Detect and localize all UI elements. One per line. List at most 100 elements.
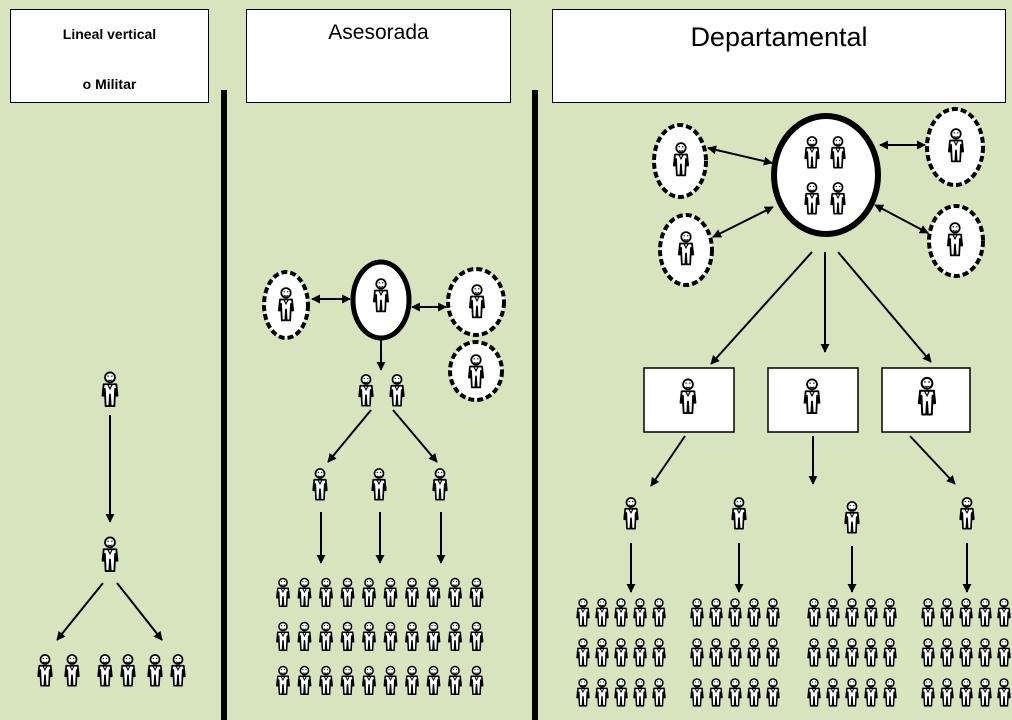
person-icon <box>467 354 485 389</box>
person-icon <box>652 678 666 707</box>
person-icon <box>426 577 441 608</box>
person-icon <box>766 638 780 667</box>
person-icon <box>921 638 935 667</box>
person-icon <box>826 638 840 667</box>
lineal-title-box: Lineal vertical o Militar <box>10 9 209 103</box>
person-icon <box>623 497 639 530</box>
person-icon <box>728 598 742 627</box>
person-icon <box>652 598 666 627</box>
person-icon <box>37 654 53 687</box>
person-icon <box>319 621 333 652</box>
person-icon <box>405 665 419 696</box>
person-icon <box>170 654 186 687</box>
person-icon <box>807 678 821 707</box>
person-icon <box>864 598 878 627</box>
person-icon <box>807 598 821 627</box>
asesorada-title-box: Asesorada <box>246 9 511 103</box>
person-icon <box>883 598 897 627</box>
person-icon <box>362 577 376 608</box>
person-icon <box>709 598 723 627</box>
person-icon <box>469 577 484 608</box>
person-icon <box>101 371 119 408</box>
person-icon <box>864 678 878 707</box>
person-icon <box>101 536 119 573</box>
person-icon <box>297 621 312 652</box>
person-icon <box>426 621 441 652</box>
person-icon <box>97 654 113 687</box>
person-icon <box>804 182 820 215</box>
person-icon <box>448 621 462 652</box>
person-icon <box>921 678 935 707</box>
person-icon <box>946 222 964 257</box>
person-icon <box>405 577 419 608</box>
person-icon <box>677 231 695 266</box>
person-icon <box>319 665 333 696</box>
person-icon <box>448 665 462 696</box>
person-icon <box>340 577 355 608</box>
person-icon <box>595 638 609 667</box>
departamental-title-box: Departamental <box>552 9 1006 103</box>
person-icon <box>595 598 609 627</box>
person-icon <box>747 638 761 667</box>
person-icon <box>709 638 723 667</box>
lineal-diagram <box>37 371 186 687</box>
lineal-title-line2: o Militar <box>82 76 137 92</box>
person-icon <box>830 136 846 169</box>
person-icon <box>690 598 704 627</box>
person-icon <box>959 638 973 667</box>
departamental-diagram <box>576 107 1011 707</box>
person-icon <box>312 468 328 501</box>
asesorada-diagram <box>262 259 506 696</box>
person-icon <box>728 638 742 667</box>
person-icon <box>978 598 992 627</box>
person-icon <box>959 598 973 627</box>
person-icon <box>652 638 666 667</box>
person-icon <box>147 654 163 687</box>
person-icon <box>576 598 590 627</box>
person-icon <box>864 638 878 667</box>
person-icon <box>766 678 780 707</box>
person-icon <box>997 598 1011 627</box>
person-icon <box>959 678 973 707</box>
person-icon <box>469 665 484 696</box>
person-icon <box>383 665 398 696</box>
person-icon <box>362 665 376 696</box>
person-icon <box>921 598 935 627</box>
person-icon <box>595 678 609 707</box>
person-icon <box>432 468 448 501</box>
person-icon <box>362 621 376 652</box>
director-ellipse <box>771 113 881 237</box>
person-icon <box>319 577 333 608</box>
lineal-title-line1: Lineal vertical <box>62 26 157 42</box>
person-icon <box>807 638 821 667</box>
person-icon <box>383 621 398 652</box>
person-icon <box>576 678 590 707</box>
person-icon <box>959 497 975 530</box>
person-icon <box>426 665 441 696</box>
person-icon <box>978 678 992 707</box>
person-icon <box>371 468 387 501</box>
person-icon <box>614 638 628 667</box>
person-icon <box>64 654 80 687</box>
person-icon <box>469 621 484 652</box>
person-icon <box>679 378 697 415</box>
person-icon <box>731 497 747 530</box>
asesorada-title: Asesorada <box>328 21 429 44</box>
person-icon <box>614 678 628 707</box>
person-icon <box>276 665 290 696</box>
person-icon <box>340 665 355 696</box>
person-icon <box>747 678 761 707</box>
person-icon <box>340 621 355 652</box>
person-icon <box>633 638 647 667</box>
person-icon <box>276 621 290 652</box>
separator-line-1 <box>221 90 227 720</box>
person-icon <box>845 678 859 707</box>
person-icon <box>883 638 897 667</box>
person-icon <box>766 598 780 627</box>
person-icon <box>576 638 590 667</box>
person-icon <box>405 621 419 652</box>
person-icon <box>383 577 398 608</box>
person-icon <box>728 678 742 707</box>
person-icon <box>672 142 690 177</box>
person-icon <box>468 284 486 319</box>
